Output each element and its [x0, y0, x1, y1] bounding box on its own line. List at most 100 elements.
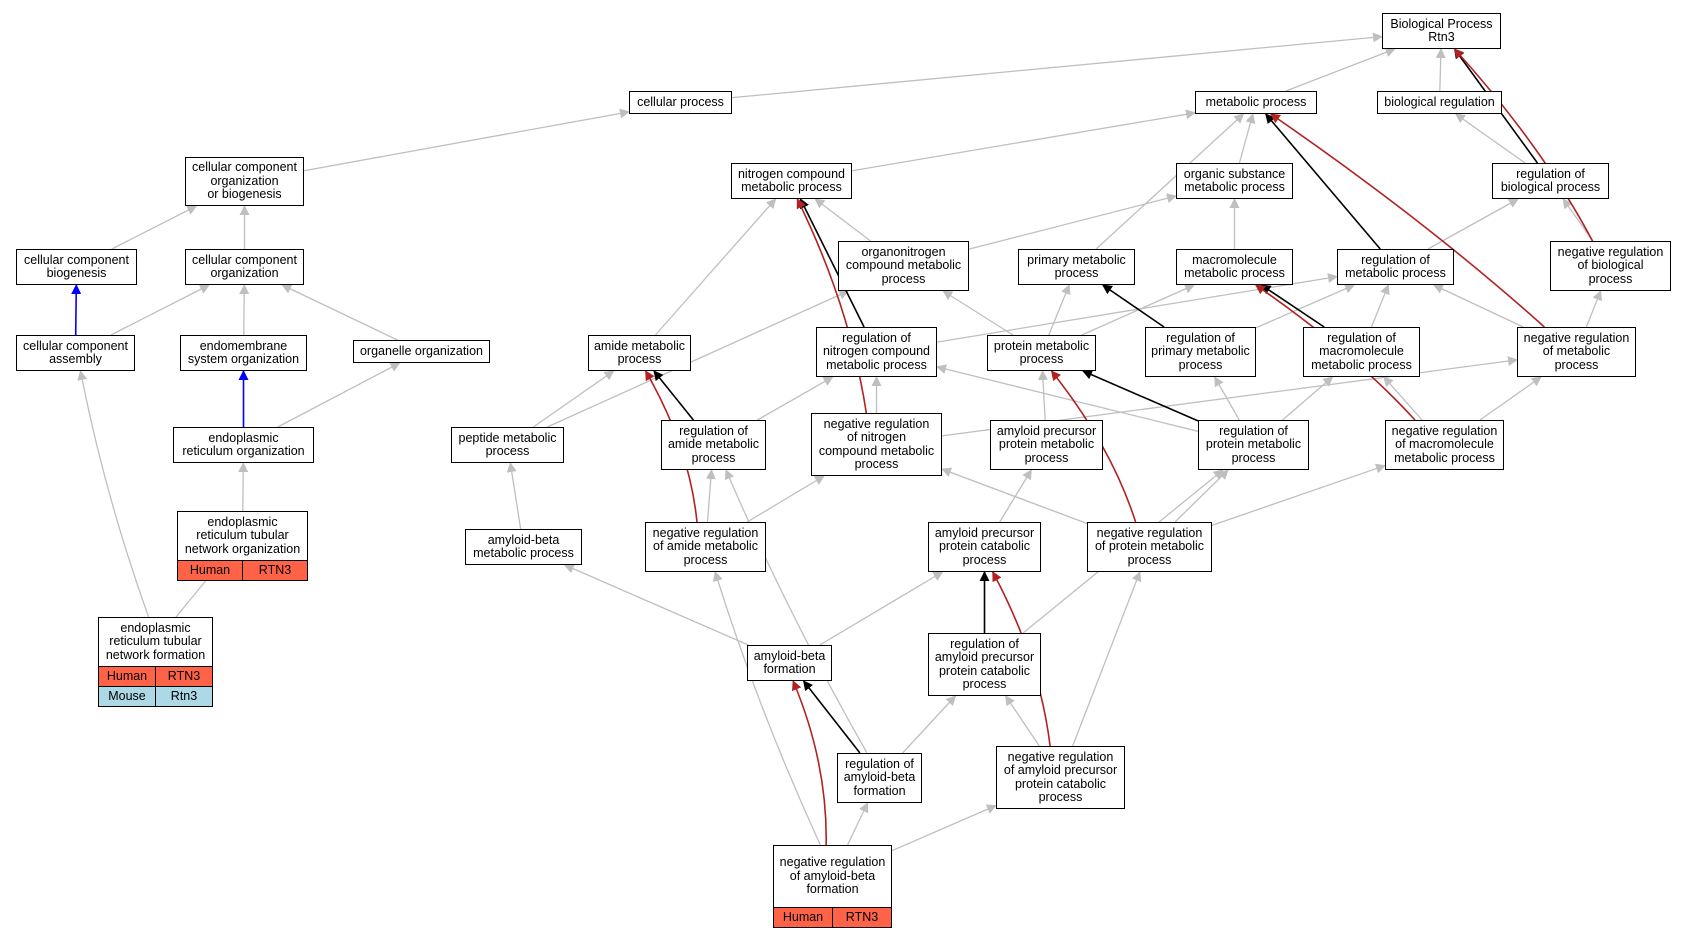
go-term-reg-metabolic[interactable]: regulation of metabolic process — [1337, 249, 1454, 285]
edge-is-a — [277, 362, 401, 428]
edge-is-a — [239, 284, 250, 336]
species-name: Mouse — [98, 685, 156, 707]
edge-is-a — [891, 804, 997, 852]
go-term-endomembrane[interactable]: endomembrane system organization — [180, 335, 307, 371]
species-name: Human — [773, 906, 833, 928]
edge-is-a — [1255, 284, 1356, 329]
go-term-organic-substance[interactable]: organic substance metabolic process — [1176, 163, 1293, 199]
go-term-reg-biological[interactable]: regulation of biological process — [1492, 163, 1609, 199]
go-term-amide-metabolic[interactable]: amide metabolic process — [588, 335, 691, 371]
edge-is-a — [941, 467, 1088, 525]
go-term-neg-reg-amide[interactable]: negative regulation of amide metabolic p… — [645, 522, 766, 572]
edge-is-a — [1585, 290, 1602, 328]
edge-is-a — [713, 571, 821, 846]
edge-is-a — [851, 109, 1196, 172]
go-term-protein-metabolic[interactable]: protein metabolic process — [987, 335, 1096, 371]
go-term-ab-formation[interactable]: amyloid-beta formation — [747, 645, 832, 681]
go-term-primary-metabolic[interactable]: primary metabolic process — [1018, 249, 1135, 285]
go-term-neg-reg-app-catabolic[interactable]: negative regulation of amyloid precursor… — [996, 746, 1125, 809]
go-term-neg-reg-protein-metabolic[interactable]: negative regulation of protein metabolic… — [1087, 522, 1212, 572]
edge-is-a — [746, 475, 825, 523]
species-name: Human — [98, 665, 156, 687]
edge-is-a — [999, 469, 1032, 523]
edge-is-a — [281, 284, 398, 341]
go-term-cellular-process[interactable]: cellular process — [629, 91, 732, 114]
go-term-peptide-metabolic[interactable]: peptide metabolic process — [451, 427, 564, 463]
go-term-reg-ab-formation[interactable]: regulation of amyloid-beta formation — [837, 753, 922, 803]
edge-is-a — [1282, 376, 1334, 421]
go-term-reg-app-catabolic[interactable]: regulation of amyloid precursor protein … — [928, 633, 1041, 696]
edge-is-a — [1037, 370, 1048, 421]
edge-is-a — [1211, 463, 1386, 527]
go-term-nitrogen-compound[interactable]: nitrogen compound metabolic process — [731, 163, 852, 199]
edge-is-a — [724, 469, 868, 754]
go-term-app-metabolic[interactable]: amyloid precursor protein metabolic proc… — [990, 420, 1103, 470]
go-term-reg-protein-metabolic[interactable]: regulation of protein metabolic process — [1198, 420, 1309, 470]
go-term-ccob[interactable]: cellular component organization or bioge… — [185, 157, 304, 206]
edge-is-a — [1238, 113, 1256, 164]
edge-is-a — [1383, 376, 1423, 421]
edge-regulates — [1265, 113, 1381, 250]
go-term-er-tubular-formation[interactable]: endoplasmic reticulum tubular network fo… — [98, 617, 213, 667]
go-term-cc-assembly[interactable]: cellular component assembly — [16, 335, 135, 371]
edge-is-a — [1370, 284, 1390, 328]
edge-is-a — [111, 205, 198, 250]
go-term-organonitrogen[interactable]: organonitrogen compound metabolic proces… — [838, 241, 969, 291]
go-term-macromolecule[interactable]: macromolecule metabolic process — [1176, 249, 1293, 285]
edge-regulates — [1260, 284, 1325, 328]
edge-is-a — [77, 370, 150, 618]
edge-is-a — [1005, 695, 1040, 747]
go-term-organelle-org[interactable]: organelle organization — [353, 340, 490, 363]
edge-is-a — [846, 802, 869, 846]
go-term-metabolic-process[interactable]: metabolic process — [1195, 91, 1317, 114]
go-term-biological-regulation[interactable]: biological regulation — [1377, 91, 1502, 114]
edge-is-a — [1435, 48, 1446, 92]
edge-regulates — [1082, 369, 1199, 422]
go-term-cc-organization[interactable]: cellular component organization — [185, 249, 304, 285]
edge-is-a — [819, 571, 944, 646]
go-term-reg-amide[interactable]: regulation of amide metabolic process — [661, 420, 766, 470]
edge-regulates — [799, 198, 865, 328]
edge-negatively-regulates — [1269, 113, 1545, 328]
edge-is-a — [563, 564, 749, 646]
edge-is-a — [731, 32, 1383, 99]
edge-negatively-regulates — [1453, 48, 1594, 242]
species-name: Human — [177, 559, 243, 581]
gene-symbol: RTN3 — [832, 906, 892, 928]
go-term-neg-reg-macromolecule[interactable]: negative regulation of macromolecule met… — [1385, 420, 1504, 470]
edge-is-a — [1454, 113, 1526, 164]
edge-is-a — [1095, 113, 1245, 250]
go-term-app-catabolic[interactable]: amyloid precursor protein catabolic proc… — [928, 522, 1041, 572]
edge-negatively-regulates — [796, 198, 868, 414]
go-term-cc-biogenesis[interactable]: cellular component biogenesis — [16, 249, 137, 285]
edge-is-a — [1072, 571, 1142, 747]
go-term-neg-reg-nitrogen[interactable]: negative regulation of nitrogen compound… — [811, 413, 942, 476]
edge-is-a — [968, 193, 1177, 250]
edge-regulates — [1101, 284, 1165, 328]
go-term-neg-reg-metabolic[interactable]: negative regulation of metabolic process — [1517, 327, 1636, 377]
go-term-bp[interactable]: Biological Process Rtn3 — [1382, 13, 1501, 49]
go-term-er-org[interactable]: endoplasmic reticulum organization — [173, 427, 314, 463]
edge-is-a — [547, 290, 850, 428]
go-term-neg-reg-ab-formation[interactable]: negative regulation of amyloid-beta form… — [773, 845, 892, 908]
edge-is-a — [238, 462, 249, 512]
go-term-neg-reg-biological[interactable]: negative regulation of biological proces… — [1550, 241, 1671, 291]
go-term-ab-metabolic[interactable]: amyloid-beta metabolic process — [465, 529, 582, 565]
edge-regulates — [802, 680, 861, 754]
edge-is-a — [814, 198, 871, 242]
go-term-reg-nitrogen[interactable]: regulation of nitrogen compound metaboli… — [816, 327, 937, 377]
go-term-er-tubular-org[interactable]: endoplasmic reticulum tubular network or… — [177, 511, 308, 561]
edge-is-a — [654, 198, 777, 336]
go-term-reg-macromolecule[interactable]: regulation of macromolecule metabolic pr… — [1303, 327, 1420, 377]
go-term-reg-primary[interactable]: regulation of primary metabolic process — [1145, 327, 1256, 377]
gene-symbol: RTN3 — [155, 665, 213, 687]
edge-is-a — [506, 462, 522, 530]
